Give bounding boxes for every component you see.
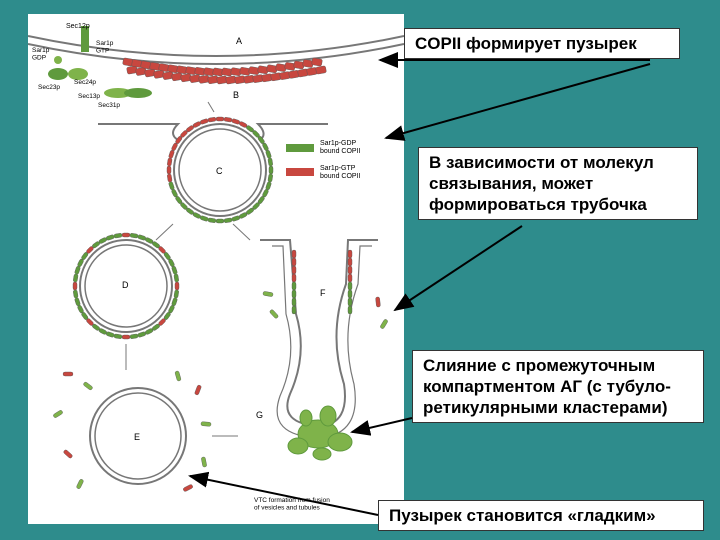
er-membrane-bottom [27,43,405,65]
label-sec23p: Sec23p [38,84,60,91]
callout-fusion-intermediate: Слияние с промежуточным компартментом АГ… [412,350,704,423]
arrow-to-stage-f [393,225,523,312]
legend-gtp-swatch [286,168,314,176]
vesicle-c-inner [178,128,262,212]
vesicle-d-inner [84,244,168,328]
callout-tubule-formation: В зависимости от молекул связывания, мож… [418,147,698,220]
stage-a-label: A [236,36,242,46]
stage-e-label: E [134,432,140,442]
vesicle-e [89,387,187,485]
label-sec12p: Sec12p [66,23,90,30]
arrow-to-stage-c [384,63,651,141]
copii-coat-c [166,116,274,224]
sec23p-shape [48,68,68,80]
label-sec24p: Sec24p [74,79,96,86]
callout-vesicle-smooth: Пузырек становится «гладким» [378,500,704,531]
stage-c-label: C [216,166,223,176]
stage-f-label: F [320,288,326,298]
copii-coat-f [291,249,353,315]
arrow-to-stage-e [188,471,379,516]
copii-coat-a [122,57,327,85]
stage-g-label: G [256,410,263,420]
arrow-a-b [207,101,215,113]
arrow-to-stage-g [350,417,413,436]
vtc-cluster [287,405,353,461]
arrow-c-d [155,223,174,241]
legend-gdp-swatch [286,144,314,152]
label-sec31p: Sec31p [98,102,120,109]
released-coat-fragments [53,291,388,492]
sec13-31p-shape-2 [124,88,152,98]
sar1p-gdp-shape [54,56,62,64]
callout-copii-forms-vesicle: COPII формирует пузырек [404,28,680,59]
vesicle-d [79,239,173,333]
vesicle-e-inner [94,392,182,480]
er-membrane-top [27,35,405,57]
sec13-31p-shape [104,88,132,98]
er-c-left [98,123,181,141]
label-sec13p: Sec13p [78,93,100,100]
stage-d-label: D [122,280,129,290]
arrow-c-f [232,223,251,241]
stage-b-label: B [233,90,239,100]
vesicle-c [173,123,267,217]
sec24p-shape [68,68,88,80]
copii-coat-d [72,232,180,340]
sec12p-shape [81,26,89,52]
